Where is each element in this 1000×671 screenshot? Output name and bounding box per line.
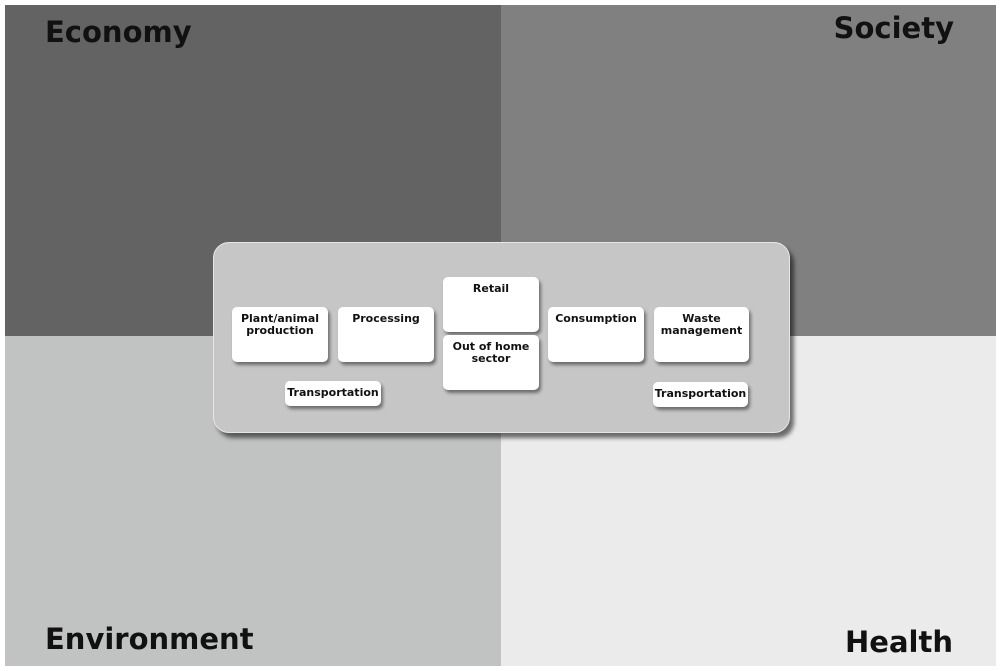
environment-label: Environment [45, 622, 254, 656]
waste-management-box: Waste management [654, 307, 749, 362]
health-label: Health [845, 625, 953, 659]
transportation-right-box: Transportation [653, 382, 748, 407]
economy-label: Economy [45, 15, 192, 49]
out-of-home-sector-box: Out of home sector [443, 335, 539, 390]
retail-box: Retail [443, 277, 539, 332]
consumption-box: Consumption [548, 307, 644, 362]
society-label: Society [833, 11, 954, 45]
processing-box: Processing [338, 307, 434, 362]
transportation-left-box: Transportation [285, 381, 381, 406]
plant-animal-production-box: Plant/animal production [232, 307, 328, 362]
